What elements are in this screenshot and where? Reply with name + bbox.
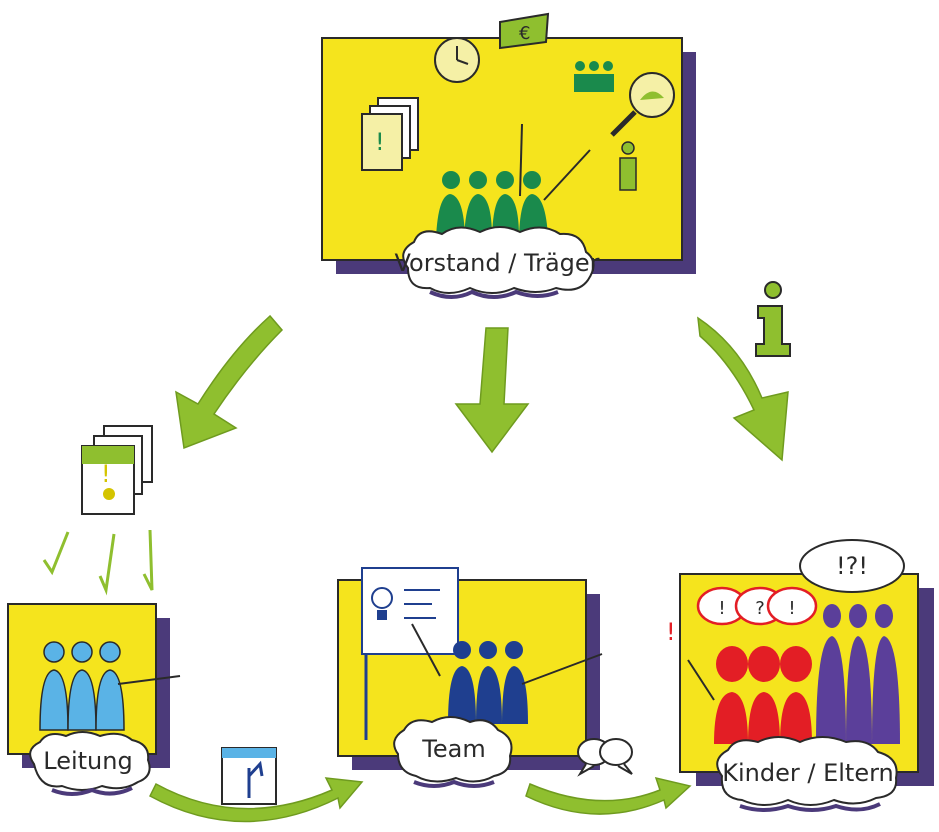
node-center-label: Team: [421, 735, 485, 763]
node-top: € !: [321, 12, 696, 299]
node-right-cloud: Kinder / Eltern: [716, 736, 898, 812]
clock-icon: [434, 37, 480, 83]
euro-icon: €: [499, 12, 550, 50]
node-top-label: Vorstand / Träger: [394, 249, 599, 277]
node-top-cloud: Vorstand / Träger: [394, 226, 600, 299]
speech-bubble-text: !?!: [836, 552, 868, 580]
arrow-top-to-center: [454, 327, 530, 454]
node-center: Team: [337, 567, 603, 788]
node-right-label: Kinder / Eltern: [722, 759, 894, 787]
magnifier-icon: [610, 72, 675, 137]
parents-people-icon: [816, 604, 900, 744]
node-center-cloud: Team: [393, 716, 513, 788]
document-stack-icon: !: [361, 97, 419, 171]
info-icon: [755, 281, 791, 357]
team-people-icon: [448, 641, 603, 724]
red-speech-bubbles-icon: ! ? !: [696, 586, 818, 626]
bubble-3-text: !: [788, 598, 795, 619]
group-icon: [574, 61, 614, 92]
node-right: !?! ! ? ! !: [666, 539, 934, 812]
arrow-top-to-left: [175, 314, 284, 450]
exclamation-icon: !: [666, 618, 676, 646]
chat-bubbles-icon: [577, 738, 633, 777]
node-left-label: Leitung: [43, 747, 132, 775]
arrow-left-to-center: [149, 747, 364, 823]
document-stack-icon: !: [81, 425, 153, 515]
doc-symbol: !: [375, 128, 385, 156]
kids-people-icon: [687, 646, 812, 744]
bubble-1-text: !: [718, 598, 725, 619]
check-marks: [42, 529, 154, 596]
whiteboard-icon: [361, 567, 459, 740]
leitung-people-icon: [39, 641, 181, 731]
arrow-top-to-right: [697, 281, 791, 462]
arrow-center-to-right: [525, 738, 692, 815]
signpost-icon: [221, 747, 277, 805]
info-icon: [619, 141, 637, 191]
bubble-2-text: ?: [755, 598, 765, 619]
node-left-cloud: Leitung: [29, 731, 151, 796]
euro-symbol: €: [519, 23, 530, 44]
speech-bubble-icon: !?!: [799, 539, 905, 593]
doc-symbol: !: [101, 460, 111, 488]
node-left: Leitung: [7, 603, 181, 796]
